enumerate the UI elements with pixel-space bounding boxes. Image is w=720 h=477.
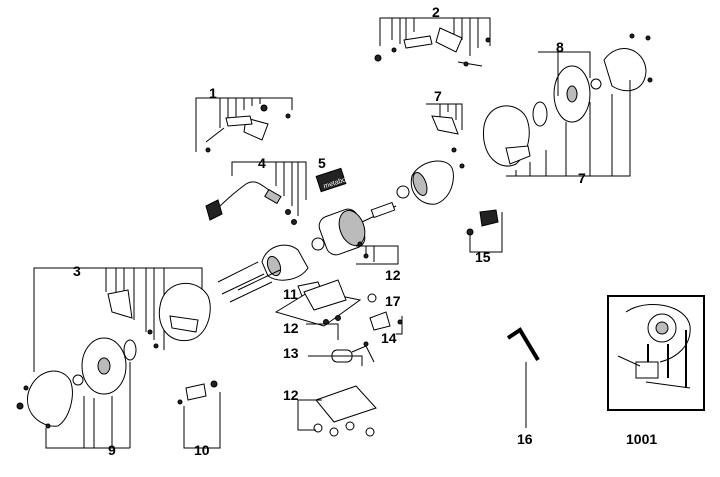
label-16: 16 [517,431,533,447]
label-12-a: 12 [385,267,401,283]
label-12-b: 12 [283,320,299,336]
label-13: 13 [283,345,299,361]
part-group-11-12-17 [274,241,399,340]
part-group-1 [195,97,293,153]
label-12-c: 12 [283,387,299,403]
part-group-15 [466,209,503,253]
label-9: 9 [108,442,116,458]
part-group-4 [205,161,307,225]
label-14: 14 [381,330,397,346]
part-group-12-base [297,385,377,437]
hex-key [506,327,540,428]
wiring-diagram-1001 [607,295,705,411]
label-7-top: 7 [434,88,442,104]
label-4: 4 [258,155,266,171]
label-1001: 1001 [626,431,657,447]
label-8: 8 [556,39,564,55]
part-number-labels: 1 2 3 4 5 7 7 8 9 10 11 12 12 12 13 14 1… [73,4,657,458]
label-10: 10 [194,442,210,458]
part-group-2 [374,17,491,67]
part-group-10 [177,380,221,449]
label-7-right: 7 [578,170,586,186]
part-group-14 [369,311,403,335]
label-11: 11 [283,286,298,302]
part-group-5: metabo [315,167,347,193]
label-2: 2 [432,4,440,20]
label-5: 5 [318,155,326,171]
part-group-13 [308,341,375,366]
end-cap-left [217,244,309,303]
label-17: 17 [385,293,401,309]
motor-assembly [311,160,454,256]
part-group-3 [33,267,211,372]
label-3: 3 [73,263,81,279]
label-15: 15 [475,249,491,265]
part-group-9 [16,337,137,449]
label-1: 1 [209,85,217,101]
part-group-7-8 [426,33,653,177]
